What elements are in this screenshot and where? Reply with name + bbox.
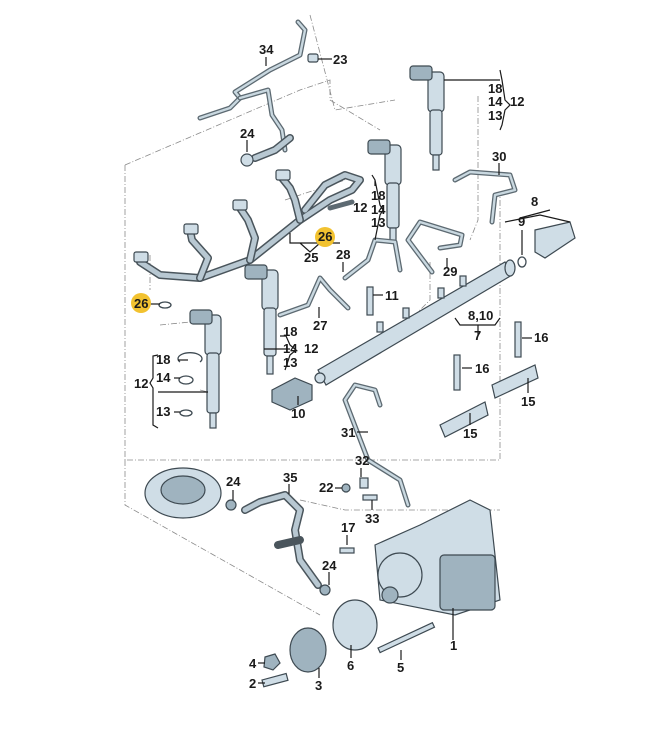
- callout-14: 14: [283, 341, 298, 356]
- callout-24: 24: [226, 474, 241, 489]
- callout-28: 28: [336, 247, 350, 262]
- part-12-injector-middle: [244, 264, 279, 375]
- callout-15: 15: [521, 394, 535, 409]
- part-24-hose-clamp-top: [240, 134, 294, 167]
- callout-18: 18: [156, 352, 170, 367]
- callout-3: 3: [315, 678, 322, 693]
- callout-33: 33: [365, 511, 379, 526]
- highlight-marker-26-harness: [315, 227, 335, 247]
- part-10-pressure-valve: [271, 377, 313, 411]
- part-5-bolt: [377, 621, 436, 654]
- part-34-return-pipe: [197, 19, 319, 153]
- callout-2: 2: [249, 676, 256, 691]
- part-12-injector-top-right: [409, 65, 445, 171]
- highlight-marker-26-left: [131, 293, 151, 313]
- callout-8: 8: [531, 194, 538, 209]
- callout-12: 12: [510, 94, 524, 109]
- callout-22: 22: [319, 480, 333, 495]
- callout-15: 15: [463, 426, 477, 441]
- callout-30: 30: [492, 149, 506, 164]
- callout-18: 18: [283, 324, 297, 339]
- part-31-pipe: [342, 382, 411, 508]
- callout-16: 16: [475, 361, 489, 376]
- callout-13: 13: [488, 108, 502, 123]
- callout-4: 4: [249, 656, 257, 671]
- callout-6: 6: [347, 658, 354, 673]
- callout-17: 17: [341, 520, 355, 535]
- callout-25: 25: [304, 250, 318, 265]
- callout-18: 18: [488, 81, 502, 96]
- callout-12: 12: [304, 341, 318, 356]
- drive-parts: [261, 599, 436, 688]
- part-23-clamp: [307, 53, 319, 63]
- part-fuel-flange-and-hose: [144, 467, 378, 596]
- callout-9: 9: [518, 214, 525, 229]
- callout-24: 24: [322, 558, 337, 573]
- part-30-pipe: [452, 169, 518, 225]
- callout-5: 5: [397, 660, 404, 675]
- callout-23: 23: [333, 52, 347, 67]
- callout-24: 24: [240, 126, 255, 141]
- callout-14: 14: [371, 202, 386, 217]
- part-1-high-pressure-pump: [374, 499, 501, 616]
- callout-7: 7: [474, 328, 481, 343]
- callout-1: 1: [450, 638, 457, 653]
- part-8-pressure-sensor: [517, 221, 576, 268]
- part-6-hub: [332, 599, 378, 651]
- injector-pipes: [277, 169, 518, 508]
- callout-26-highlighted: 26: [134, 296, 148, 311]
- callout-16: 16: [534, 330, 548, 345]
- callout-26-highlighted: 26: [318, 229, 332, 244]
- part-12-injector-middle-top: [367, 139, 402, 244]
- callout-13: 13: [283, 355, 297, 370]
- callout-14: 14: [156, 370, 171, 385]
- callout-18: 18: [371, 188, 385, 203]
- part-3-sprocket: [289, 627, 327, 673]
- part-4-nut: [263, 653, 281, 671]
- part-25-injector-wiring-harness: [133, 169, 364, 282]
- callout-12: 12: [353, 200, 367, 215]
- part-2-bolt: [261, 672, 289, 688]
- bolts-and-brackets: [366, 286, 539, 438]
- part-12-injector-left: [189, 309, 222, 429]
- callout-34: 34: [259, 42, 274, 57]
- callout-10: 10: [291, 406, 305, 421]
- leader-lines: [149, 57, 571, 684]
- callout-8-10: 8,10: [468, 308, 493, 323]
- callout-14: 14: [488, 94, 503, 109]
- part-7-fuel-rail: [314, 259, 516, 386]
- callout-13: 13: [156, 404, 170, 419]
- callout-12: 12: [134, 376, 148, 391]
- callout-13: 13: [371, 215, 385, 230]
- callout-11: 11: [385, 288, 399, 303]
- injector-seals-left: [158, 301, 203, 417]
- callout-35: 35: [283, 470, 297, 485]
- callout-31: 31: [341, 425, 355, 440]
- callout-labels: 34 23 24 18 14 12 13 30 18 12 14 13 26 2…: [134, 42, 548, 693]
- callout-29: 29: [443, 264, 457, 279]
- callout-27: 27: [313, 318, 327, 333]
- callout-32: 32: [355, 453, 369, 468]
